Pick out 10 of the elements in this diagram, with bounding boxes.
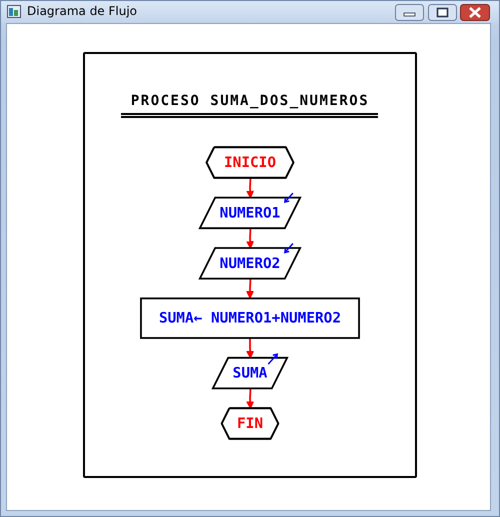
arrow <box>246 228 254 249</box>
terminal-node: INICIO <box>206 146 294 179</box>
arrow <box>246 388 254 409</box>
window-title: Diagrama de Flujo <box>27 4 138 19</box>
terminal-node: FIN <box>220 407 280 440</box>
arrow <box>246 178 254 198</box>
arrow <box>246 338 254 359</box>
arrow <box>246 279 254 299</box>
process-node: SUMA← NUMERO1+NUMERO2 <box>140 298 360 339</box>
diagram-title: PROCESO SUMA_DOS_NUMEROS <box>130 93 370 109</box>
